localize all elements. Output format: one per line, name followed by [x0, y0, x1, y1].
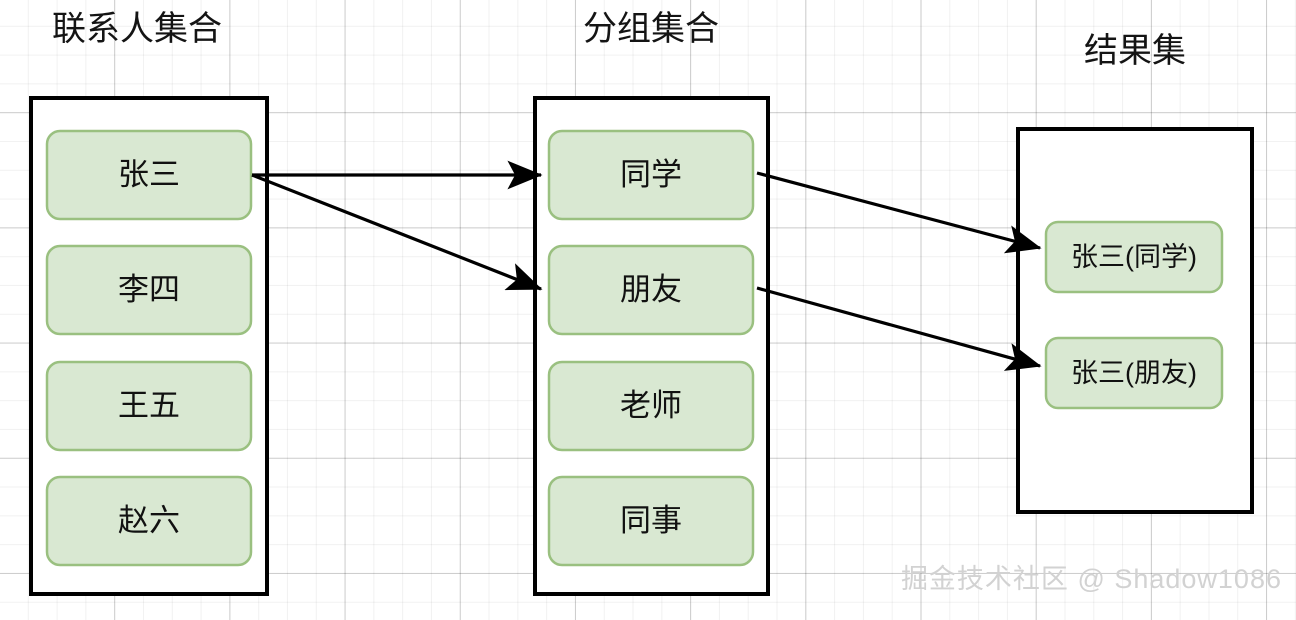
contact-node-wangwu[interactable] — [45, 360, 253, 452]
categories-title: 分组集合 — [583, 10, 719, 48]
group-label-laoshi: 老师 — [620, 388, 682, 423]
edge-tongxue-to-result-zhangsan-tongxue — [756, 171, 1042, 254]
contact-node-zhaoliu[interactable] — [45, 475, 253, 567]
list-item[interactable]: 张三(同学) — [1044, 220, 1224, 294]
contact-node-zhangsan[interactable] — [45, 129, 253, 221]
contact-label-lisi: 李四 — [118, 272, 180, 307]
group-node-laoshi[interactable] — [547, 360, 755, 452]
result-node-zhangsan-tongxue[interactable] — [1044, 220, 1224, 294]
group-node-tongxue[interactable] — [547, 129, 755, 221]
results-title: 结果集 — [1084, 32, 1186, 70]
watermark-text: 掘金技术社区 @ Shadow1086 — [901, 564, 1282, 594]
group-node-tongshi[interactable] — [547, 475, 755, 567]
group-results: 结果集 张三(同学) 张三(朋友) — [1016, 32, 1254, 514]
list-item[interactable]: 李四 — [45, 244, 253, 336]
results-container — [1016, 127, 1254, 514]
result-label-zhangsan-tongxue: 张三(同学) — [1071, 242, 1197, 272]
group-label-tongxue: 同学 — [620, 157, 682, 192]
list-item[interactable]: 老师 — [547, 360, 755, 452]
contact-label-zhaoliu: 赵六 — [118, 503, 180, 538]
list-item[interactable]: 同学 — [547, 129, 755, 221]
result-label-zhangsan-pengyou: 张三(朋友) — [1071, 358, 1197, 388]
group-categories: 分组集合 同学 朋友 老师 同事 — [533, 10, 770, 596]
contact-label-zhangsan: 张三 — [118, 157, 180, 192]
group-contacts: 联系人集合 张三 李四 王五 赵六 — [29, 10, 269, 596]
group-label-tongshi: 同事 — [620, 503, 682, 538]
list-item[interactable]: 张三(朋友) — [1044, 336, 1224, 410]
list-item[interactable]: 朋友 — [547, 244, 755, 336]
group-node-pengyou[interactable] — [547, 244, 755, 336]
list-item[interactable]: 王五 — [45, 360, 253, 452]
edge-zhangsan-to-pengyou — [251, 173, 543, 291]
list-item[interactable]: 同事 — [547, 475, 755, 567]
list-item[interactable]: 张三 — [45, 129, 253, 221]
contacts-title: 联系人集合 — [52, 10, 222, 48]
contact-node-lisi[interactable] — [45, 244, 253, 336]
edges-layer — [251, 160, 1042, 371]
list-item[interactable]: 赵六 — [45, 475, 253, 567]
result-node-zhangsan-pengyou[interactable] — [1044, 336, 1224, 410]
contact-label-wangwu: 王五 — [118, 388, 180, 423]
edge-pengyou-to-result-zhangsan-pengyou — [756, 286, 1042, 371]
group-label-pengyou: 朋友 — [620, 272, 682, 307]
